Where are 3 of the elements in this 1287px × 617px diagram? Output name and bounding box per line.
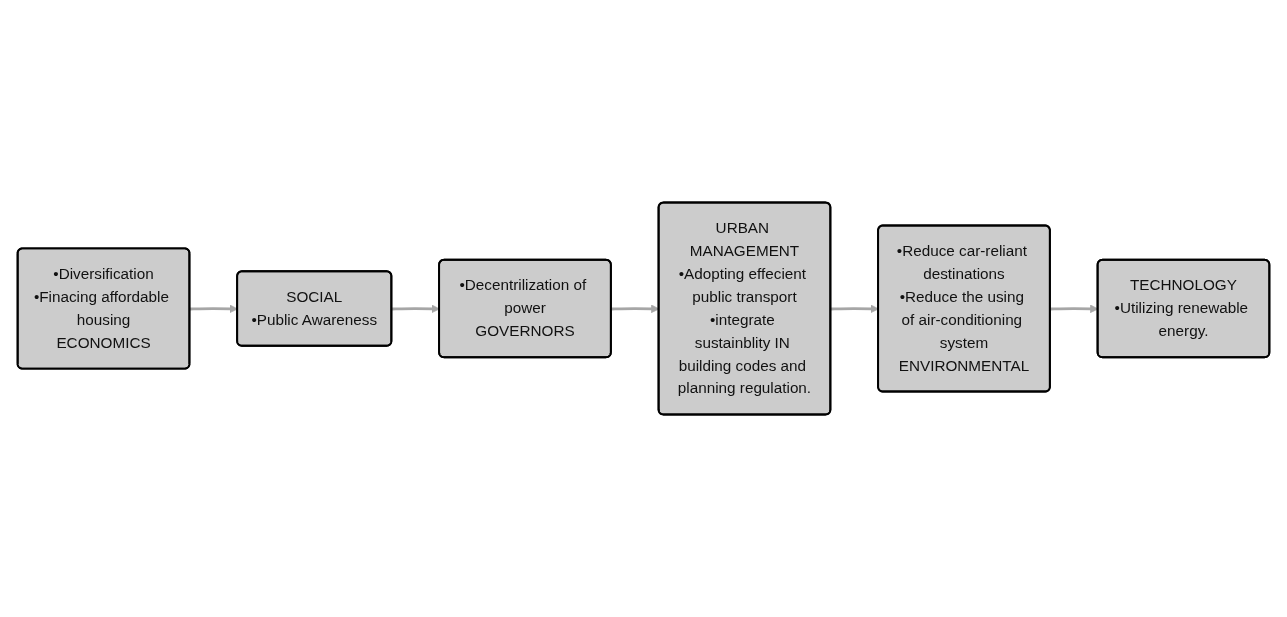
arrow [391, 304, 440, 314]
arrow [830, 304, 879, 314]
arrow [189, 304, 238, 314]
